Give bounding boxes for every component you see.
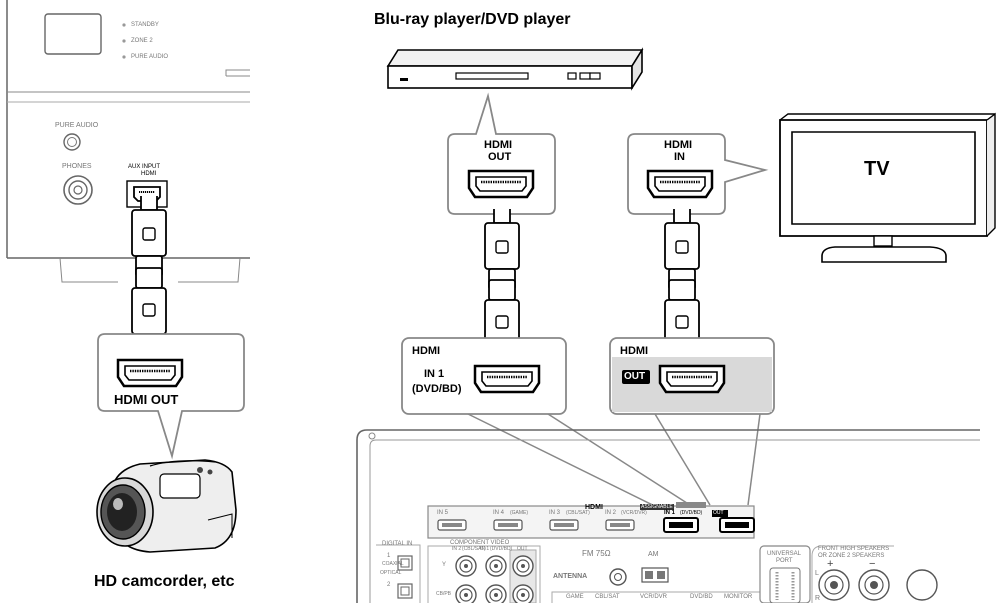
aux-input-label: AUX INPUT — [128, 164, 161, 170]
rear-in4-sub: (GAME) — [510, 510, 529, 516]
bluray-title: Blu-ray player/DVD player — [374, 11, 571, 28]
camcorder-callout — [97, 333, 245, 460]
receiver-out-badge: OUT — [624, 371, 646, 382]
receiver-hdmi-out-callout — [609, 337, 775, 415]
rear-plus: + — [827, 558, 834, 570]
camcorder-caption: HD camcorder, etc — [94, 573, 235, 590]
phones-label: PHONES — [62, 163, 92, 170]
rear-antenna: ANTENNA — [553, 573, 588, 580]
rear-comp-in2: IN 2 — [452, 546, 462, 552]
pure-audio-led-label: PURE AUDIO — [131, 54, 169, 60]
aux-input-hdmi-label: HDMI — [141, 171, 157, 177]
tv-callout-hdmi: HDMI — [664, 139, 693, 151]
rear-fm: FM 75Ω — [582, 549, 611, 558]
rear-assignable-label: ASSIGNABLE — [640, 504, 674, 510]
standby-led — [122, 23, 126, 27]
display-window — [44, 13, 102, 55]
rear-in5: IN 5 — [437, 510, 449, 516]
rear-comp-in1-sub: (DVD/BD) — [490, 546, 513, 552]
rear-in1-sub: (DVD/BD) — [680, 510, 703, 516]
pure-audio-led — [122, 55, 126, 59]
rear-in3-sub: (CBL/SAT) — [566, 510, 590, 516]
rear-comp-in1: IN 1 — [480, 546, 490, 552]
rear-front-high-1: FRONT HIGH SPEAKERS — [818, 546, 890, 552]
rear-vcr-dvr: VCR/DVR — [640, 594, 668, 600]
bluray-callout-out: OUT — [488, 151, 512, 163]
rear-comp-out: OUT — [517, 546, 528, 552]
bluray-callout-hdmi: HDMI — [484, 139, 513, 151]
rear-l: L — [815, 570, 819, 577]
camcorder-icon — [96, 459, 237, 553]
rear-comp-in2-sub: (CBL/SAT) — [462, 546, 486, 552]
rear-digital-in: DIGITAL IN — [382, 541, 413, 547]
bluray-callout — [447, 92, 556, 215]
rear-out: OUT — [713, 510, 724, 516]
tv-callout-in: IN — [674, 151, 685, 163]
receiver-in-port-sub: (DVD/BD) — [412, 383, 462, 395]
bluray-hdmi-cable — [484, 208, 520, 361]
rear-r: R — [815, 595, 821, 602]
rear-digital-2: 2 — [387, 582, 391, 588]
zone2-led — [122, 39, 126, 43]
receiver-hdmi-out-port — [658, 364, 726, 394]
standby-label: STANDBY — [131, 22, 159, 28]
rear-minus: − — [869, 558, 876, 570]
tv-callout — [627, 133, 769, 215]
rear-monitor: MONITOR — [724, 594, 753, 600]
rear-in3: IN 3 — [549, 510, 561, 516]
rear-in4: IN 4 — [493, 510, 505, 516]
rear-universal: UNIVERSAL — [767, 551, 802, 557]
rear-port: PORT — [776, 558, 793, 564]
rear-hdmi-label: HDMI — [585, 504, 603, 511]
tv-label: TV — [864, 158, 890, 180]
bluray-player — [386, 47, 644, 91]
camcorder-hdmi-cable — [131, 195, 167, 349]
rear-component-video: COMPONENT VIDEO — [450, 540, 510, 546]
rear-digital-1: 1 — [387, 553, 391, 559]
rear-front-high-2: OR ZONE 2 SPEAKERS — [818, 553, 885, 559]
rear-game: GAME — [566, 594, 584, 600]
tv-hdmi-in-port — [646, 169, 714, 199]
receiver-hdmi-in-callout — [401, 337, 567, 415]
rear-am: AM — [648, 551, 659, 558]
receiver-hdmi-in1-port — [473, 364, 541, 394]
rear-dvd-bd: DVD/BD — [690, 594, 713, 600]
tv-hdmi-cable — [664, 208, 700, 361]
receiver-in-header: HDMI — [412, 345, 441, 357]
rear-coaxial: COAXIAL — [382, 561, 404, 567]
rear-cb: CB/PB — [436, 591, 452, 597]
rear-y: Y — [442, 562, 447, 568]
rear-in1: IN 1 — [664, 510, 676, 516]
rear-cbl-sat: CBL/SAT — [595, 594, 620, 600]
zone2-label: ZONE 2 — [131, 38, 153, 44]
receiver-out-header: HDMI — [620, 345, 649, 357]
tv-icon — [779, 112, 996, 263]
bluray-hdmi-out-port — [467, 169, 535, 199]
pure-audio-button-label: PURE AUDIO — [55, 122, 99, 129]
camcorder-hdmi-out-label: HDMI OUT — [114, 392, 179, 407]
rear-in2: IN 2 — [605, 510, 617, 516]
receiver-rear-panel — [356, 429, 980, 603]
receiver-in-port-label: IN 1 — [424, 368, 445, 380]
rear-in2-sub: (VCR/DVR) — [621, 510, 647, 516]
camcorder-hdmi-out-port — [116, 358, 184, 388]
rear-optical: OPTICAL — [380, 570, 402, 576]
front-panel — [6, 0, 250, 283]
